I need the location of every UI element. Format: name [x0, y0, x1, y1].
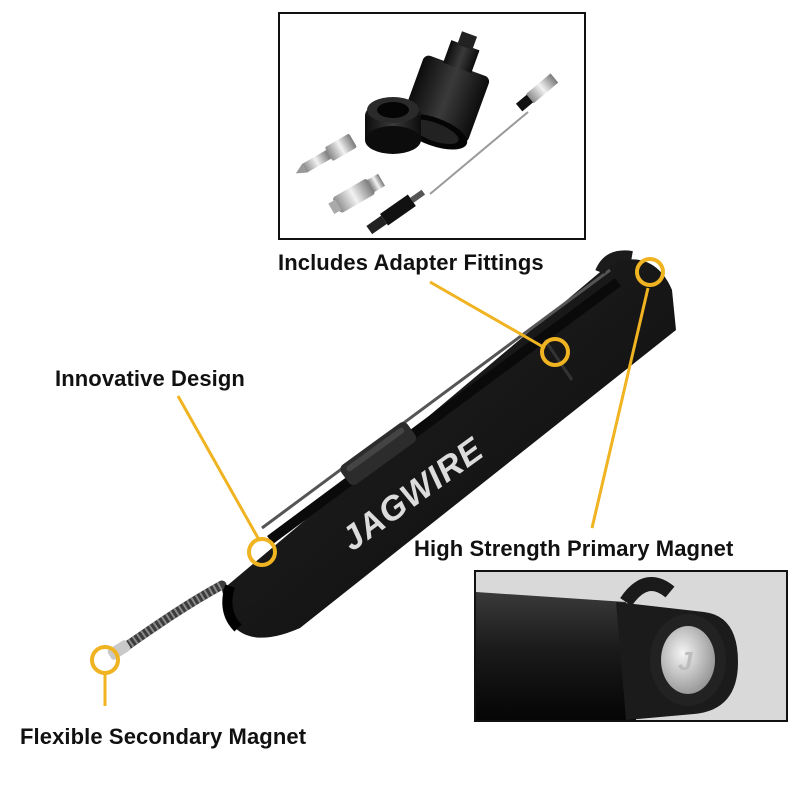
magnet-closeup-illustration: J: [476, 572, 786, 720]
silver-pin-large: [328, 173, 386, 214]
label-innovative-design: Innovative Design: [55, 366, 245, 391]
callout-ring-primary: [635, 257, 665, 287]
callout-ring-secondary: [90, 645, 120, 675]
callout-rings: [90, 257, 665, 675]
flexible-shaft: [107, 580, 227, 660]
wire-fitting: [366, 73, 559, 235]
tool-body: [222, 250, 676, 638]
callout-line-innovative: [176, 395, 260, 539]
primary-magnet-inset: J: [474, 570, 788, 722]
label-secondary-magnet: Flexible Secondary Magnet: [20, 724, 307, 749]
callout-ring-adapter: [540, 337, 570, 367]
callout-line-primary: [590, 287, 650, 529]
magnet-face: [661, 626, 715, 694]
callout-line-adapter: [429, 280, 546, 350]
magnet-logo-mark: J: [678, 646, 693, 676]
callout-lines: [103, 280, 650, 706]
adapter-fittings-inset: [278, 12, 586, 240]
label-primary-magnet: High Strength Primary Magnet: [414, 536, 734, 561]
callout-ring-innovative: [247, 537, 277, 567]
threaded-ring-fitting: [365, 97, 421, 154]
adapter-fittings-illustration: [295, 31, 559, 235]
label-adapter-fittings: Includes Adapter Fittings: [278, 250, 544, 275]
silver-pin-small: [295, 134, 357, 174]
